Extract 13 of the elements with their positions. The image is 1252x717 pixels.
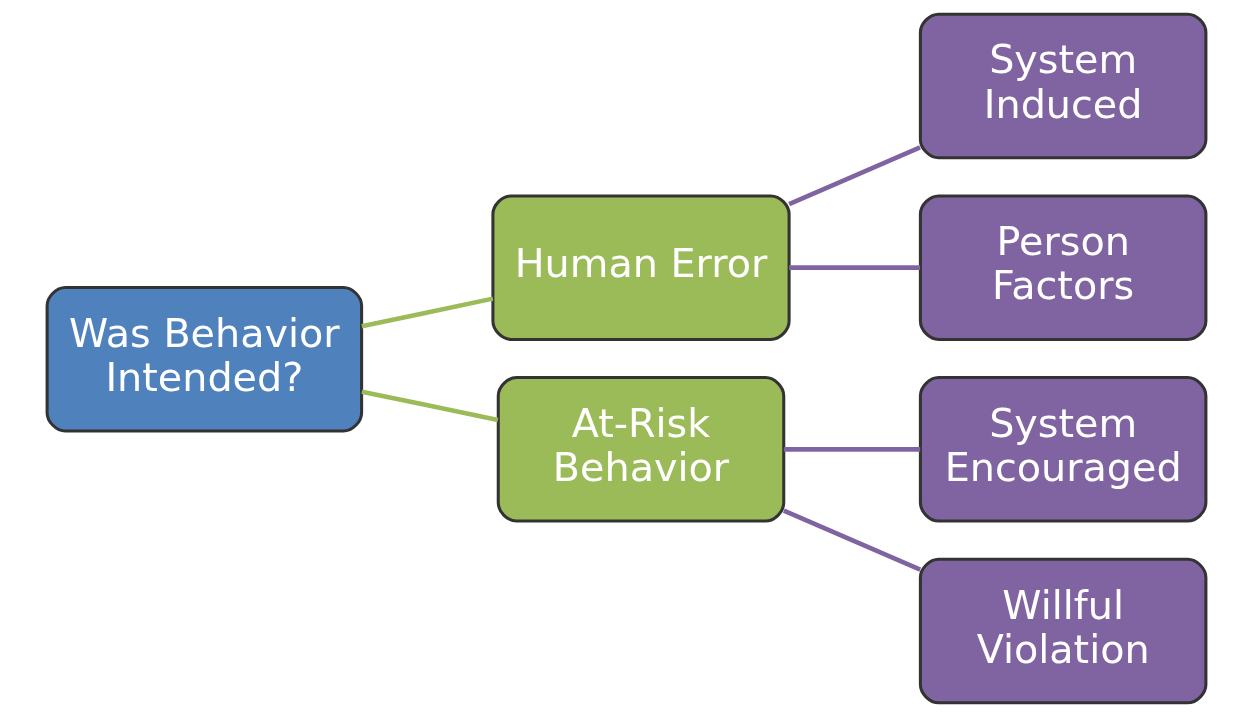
node-box: At-Risk Behavior (496, 376, 785, 523)
node-box: Willful Violation (918, 557, 1207, 705)
node-box: Person Factors (918, 194, 1207, 341)
node-box: Was Behavior Intended? (45, 286, 363, 433)
connector (360, 296, 493, 329)
node-box: System Encouraged (918, 376, 1207, 523)
connector (782, 508, 921, 572)
connector (783, 447, 920, 452)
node-box: System Induced (918, 12, 1207, 160)
connector (360, 389, 498, 423)
connector (788, 265, 920, 270)
node-box: Human Error (490, 194, 791, 341)
connector (787, 145, 921, 207)
